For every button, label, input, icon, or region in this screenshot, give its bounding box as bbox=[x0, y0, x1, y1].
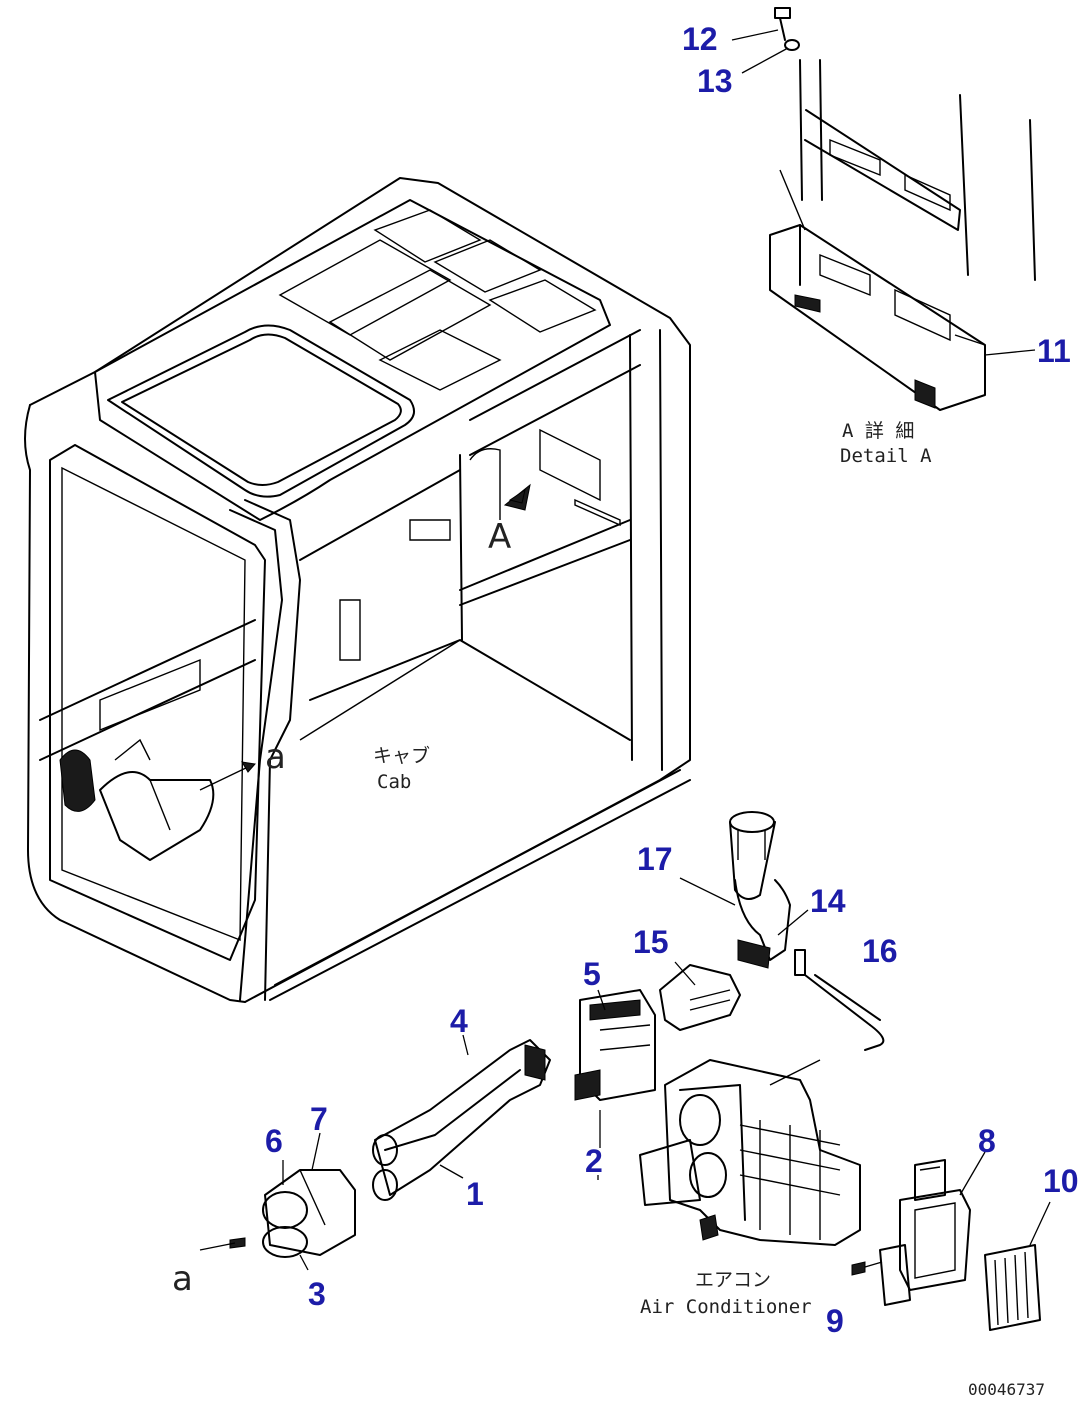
callout-5: 5 bbox=[583, 956, 601, 992]
callout-14: 14 bbox=[810, 883, 846, 919]
callout-13: 13 bbox=[697, 63, 733, 99]
callout-2: 2 bbox=[585, 1143, 603, 1179]
aircon-label-en: Air Conditioner bbox=[640, 1296, 812, 1318]
connector-label-upper: a bbox=[265, 737, 286, 777]
screw-and-washer bbox=[774, 7, 800, 51]
callout-17: 17 bbox=[637, 841, 673, 877]
screw-9 bbox=[851, 1261, 883, 1276]
leader-lines bbox=[282, 29, 1051, 1271]
callout-15: 15 bbox=[633, 924, 669, 960]
vent-5-2 bbox=[574, 989, 656, 1101]
callout-7: 7 bbox=[310, 1101, 328, 1137]
view-arrow-label: A bbox=[488, 517, 511, 557]
view-arrow-a: A bbox=[488, 483, 531, 557]
callout-12: 12 bbox=[682, 21, 718, 57]
drawing-number: 00046737 bbox=[968, 1380, 1045, 1399]
callout-11: 11 bbox=[1037, 333, 1071, 369]
cab-label-jp: キャブ bbox=[373, 744, 430, 767]
air-conditioner-drawing bbox=[639, 1059, 861, 1246]
duct-17-14 bbox=[729, 811, 791, 969]
callout-8: 8 bbox=[978, 1123, 996, 1159]
callout-4: 4 bbox=[450, 1003, 468, 1039]
filter-frame-8 bbox=[879, 1159, 971, 1306]
callout-16: 16 bbox=[862, 933, 898, 969]
filter-10 bbox=[984, 1244, 1041, 1331]
aircon-label-jp: エアコン bbox=[695, 1269, 771, 1291]
cab-label-en: Cab bbox=[377, 771, 411, 793]
connector-a-upper: a bbox=[199, 737, 286, 791]
callout-numbers: 12 13 11 17 14 15 16 5 4 7 6 1 2 3 8 10 … bbox=[265, 21, 1079, 1339]
detail-label-en: Detail A bbox=[840, 445, 932, 467]
connector-label-lower: a bbox=[172, 1259, 193, 1299]
detail-label-jp: A 詳 細 bbox=[842, 420, 914, 442]
duct-4-1 bbox=[372, 1039, 551, 1201]
callout-6: 6 bbox=[265, 1123, 283, 1159]
text-notes: A 詳 細 Detail A キャブ Cab エアコン Air Conditio… bbox=[373, 420, 1045, 1399]
louver-15 bbox=[659, 964, 741, 1031]
callout-10: 10 bbox=[1043, 1163, 1079, 1199]
callout-9: 9 bbox=[826, 1303, 844, 1339]
callout-3: 3 bbox=[308, 1276, 326, 1312]
hose-16 bbox=[769, 949, 885, 1086]
callout-1: 1 bbox=[466, 1176, 484, 1212]
cab-frame-drawing bbox=[24, 177, 691, 1003]
vent-6-7-3 bbox=[199, 1169, 356, 1258]
detail-a-drawing bbox=[769, 59, 1036, 411]
